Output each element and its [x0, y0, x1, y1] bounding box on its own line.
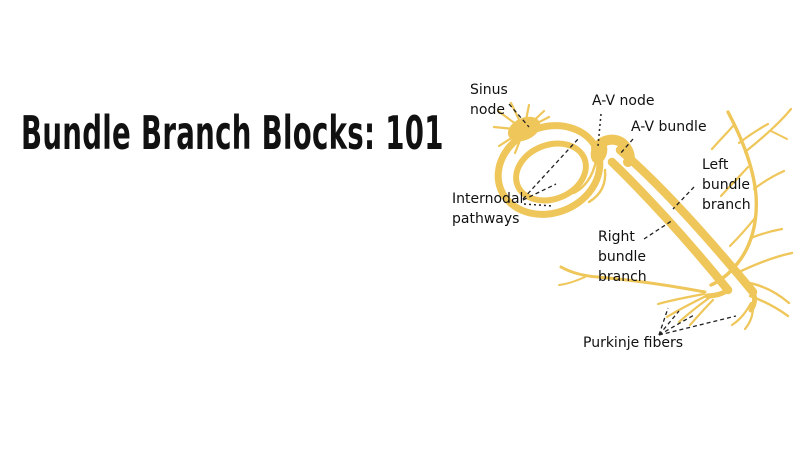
- leader-purkinje-1: [658, 307, 669, 336]
- leader-lines: [508, 103, 737, 336]
- label-av-node: A-V node: [592, 93, 655, 109]
- leader-av-bundle: [619, 138, 634, 155]
- left-bundle-branch-shape: [615, 145, 758, 297]
- left-ventricular-fiber-network: [709, 107, 793, 287]
- leader-purkinje-2: [658, 310, 680, 336]
- label-av-bundle: A-V bundle: [631, 119, 707, 135]
- sinus-node-shape: [507, 116, 541, 142]
- label-internodal-pathways: Internodal pathways: [452, 191, 524, 227]
- av-junction-fibers: [572, 159, 607, 204]
- label-left-bundle-branch: Left bundle branch: [702, 157, 751, 213]
- leader-purkinje-4: [658, 315, 737, 336]
- purkinje-fibers-shape: [558, 251, 794, 331]
- label-purkinje-fibers: Purkinje fibers: [583, 335, 684, 351]
- leader-internodal-c: [523, 203, 554, 207]
- internodal-pathway-inner: [513, 140, 589, 204]
- av-node-shape: [590, 140, 608, 164]
- leader-sinus-node: [508, 103, 530, 128]
- leader-internodal-b: [522, 183, 557, 201]
- leader-right-bundle-branch: [643, 219, 674, 240]
- leader-left-bundle-branch: [672, 186, 695, 210]
- page-title: Bundle Branch Blocks: 101: [21, 106, 444, 160]
- leader-av-node: [597, 113, 602, 147]
- label-sinus-node: Sinus node: [470, 82, 508, 118]
- right-bundle-branch-shape: [607, 157, 733, 295]
- label-right-bundle-branch: Right bundle branch: [598, 229, 647, 285]
